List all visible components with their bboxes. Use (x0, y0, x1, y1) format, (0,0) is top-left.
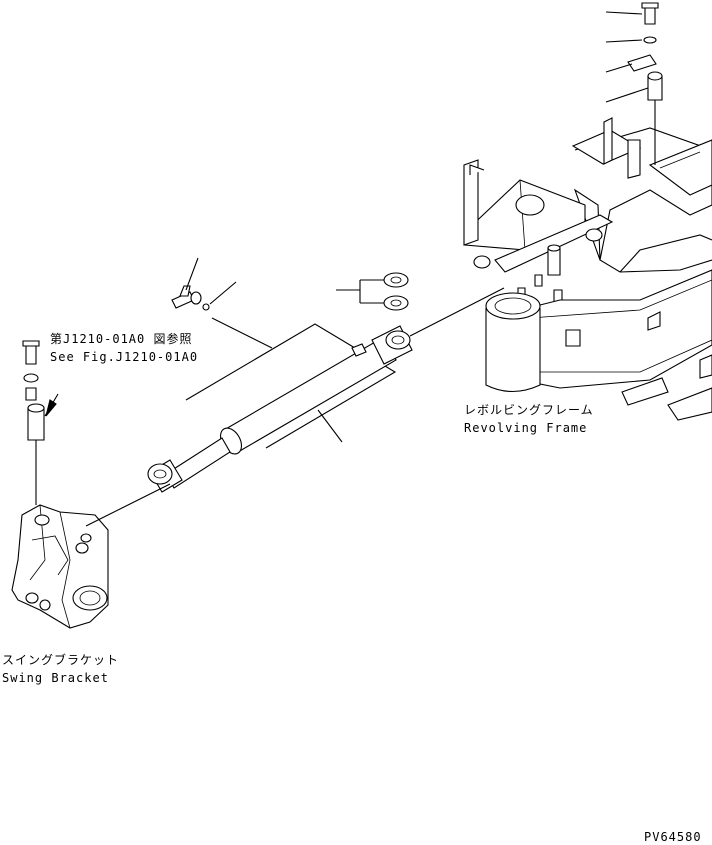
left-pin-set (22, 340, 59, 505)
revolving-frame-label-jp: レボルビングフレーム (464, 403, 594, 417)
revolving-frame-label-en: Revolving Frame (464, 421, 588, 435)
swing-bracket-label-jp: スイングブラケット (2, 653, 120, 667)
reference-japanese: 第J1210-01A0 図参照 (50, 332, 193, 346)
leader-lines-pin-set (605, 11, 649, 103)
drawing-number: PV64580 (644, 830, 702, 844)
washers-group (336, 272, 409, 311)
revolving-frame (463, 2, 712, 421)
reference-english: See Fig.J1210-01A0 (50, 350, 199, 364)
hydraulic-cylinder (147, 287, 505, 493)
elbow-fitting (171, 257, 273, 349)
swing-bracket-label-en: Swing Bracket (2, 671, 109, 685)
swing-bracket (11, 483, 171, 629)
